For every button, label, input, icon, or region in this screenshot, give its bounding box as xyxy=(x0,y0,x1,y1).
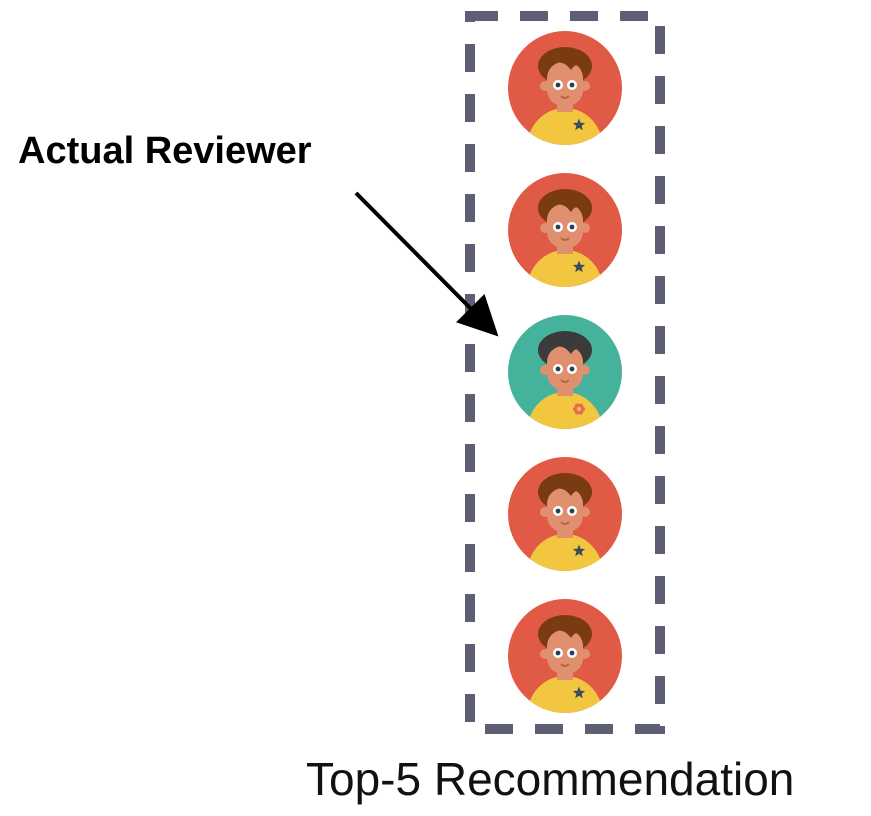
recommended-reviewer-avatar xyxy=(508,599,622,713)
ear-shape xyxy=(580,81,590,91)
face-shape xyxy=(547,346,583,390)
mouth-shape xyxy=(560,95,570,99)
recommended-reviewer-avatar xyxy=(508,31,622,145)
ear-shape xyxy=(580,365,590,375)
actual-reviewer-avatar xyxy=(508,315,622,429)
reviewer-avatar-icon xyxy=(527,331,603,429)
reviewer-avatar-icon xyxy=(527,473,603,571)
eye-pupil xyxy=(555,82,561,88)
fringe-shape xyxy=(543,52,587,74)
recommendation-list xyxy=(508,31,622,713)
reviewer-avatar-icon xyxy=(527,189,603,287)
ear-shape xyxy=(540,365,550,375)
ear-shape xyxy=(540,81,550,91)
eye-pupil xyxy=(569,224,575,230)
ear-shape xyxy=(540,649,550,659)
face-shape xyxy=(547,488,583,532)
eye-pupil xyxy=(555,224,561,230)
reviewer-avatar-icon xyxy=(527,615,603,713)
face-shape xyxy=(547,62,583,106)
fringe-shape xyxy=(543,478,587,500)
star-badge-icon xyxy=(572,118,586,131)
fringe-shape xyxy=(543,336,587,358)
eye-pupil xyxy=(555,508,561,514)
ear-shape xyxy=(580,649,590,659)
recommended-reviewer-avatar xyxy=(508,457,622,571)
fringe-shape xyxy=(543,194,587,216)
shirt-shape xyxy=(527,108,603,145)
mouth-shape xyxy=(560,379,570,383)
star-badge-icon xyxy=(572,686,586,699)
eye-pupil xyxy=(569,366,575,372)
star-badge-icon xyxy=(572,544,586,557)
ear-shape xyxy=(540,507,550,517)
actual-reviewer-arrow xyxy=(354,191,499,337)
shirt-shape xyxy=(527,250,603,287)
actual-reviewer-label: Actual Reviewer xyxy=(18,130,312,172)
ear-shape xyxy=(580,223,590,233)
face-shape xyxy=(547,204,583,248)
shirt-shape xyxy=(527,392,603,429)
flower-badge-icon xyxy=(573,403,585,415)
star-badge-icon xyxy=(572,260,586,273)
caption: Top-5 Recommendation xyxy=(306,753,795,805)
shirt-shape xyxy=(527,676,603,713)
eye-pupil xyxy=(555,366,561,372)
ear-shape xyxy=(580,507,590,517)
mouth-shape xyxy=(560,237,570,241)
eye-pupil xyxy=(569,508,575,514)
ear-shape xyxy=(540,223,550,233)
eye-pupil xyxy=(569,650,575,656)
reviewer-avatar-icon xyxy=(527,47,603,145)
shirt-shape xyxy=(527,534,603,571)
mouth-shape xyxy=(560,663,570,667)
fringe-shape xyxy=(543,620,587,642)
face-shape xyxy=(547,630,583,674)
recommended-reviewer-avatar xyxy=(508,173,622,287)
eye-pupil xyxy=(555,650,561,656)
eye-pupil xyxy=(569,82,575,88)
mouth-shape xyxy=(560,521,570,525)
